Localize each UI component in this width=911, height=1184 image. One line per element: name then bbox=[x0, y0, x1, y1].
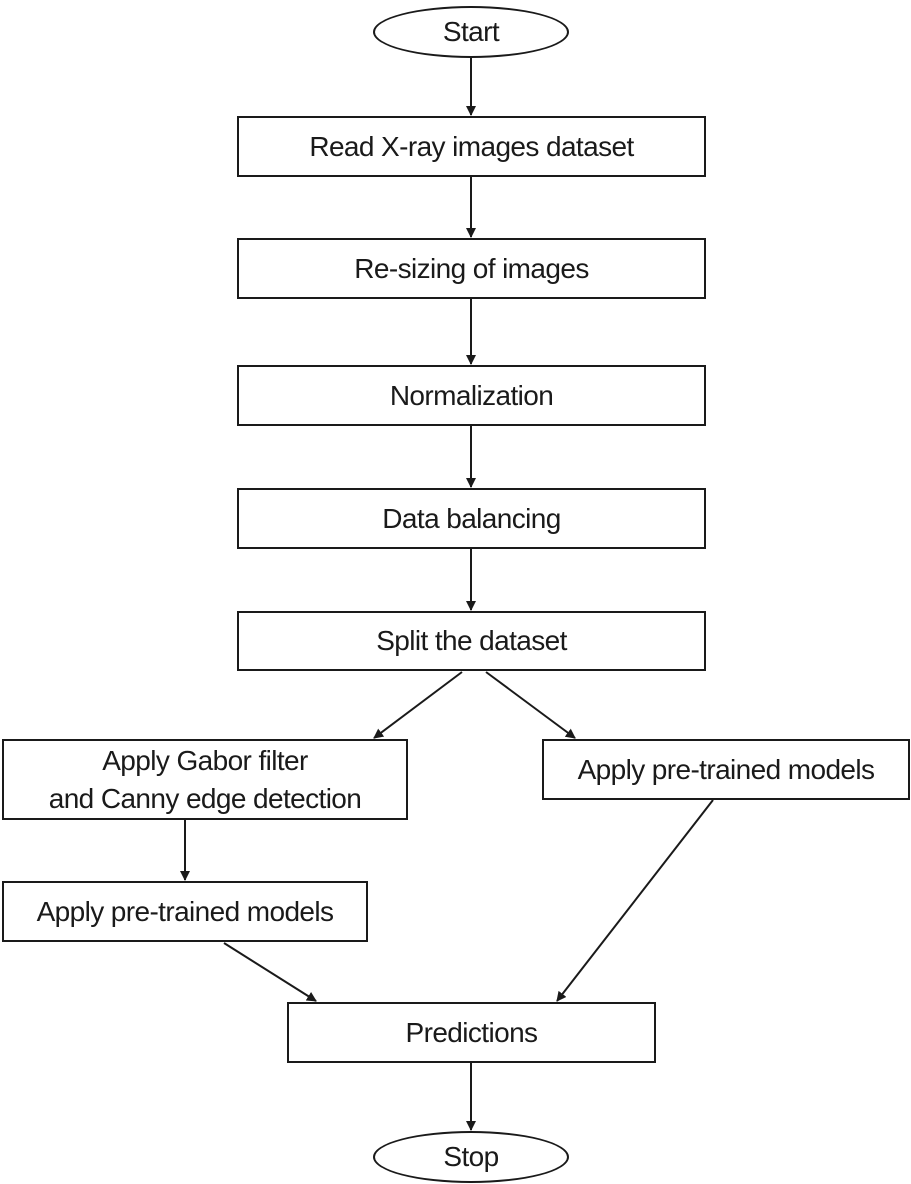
gabor-canny-label-line2: and Canny edge detection bbox=[48, 782, 362, 814]
gabor-canny-step: Apply Gabor filter and Canny edge detect… bbox=[2, 739, 408, 820]
normalization-label: Normalization bbox=[389, 379, 554, 411]
resizing-label: Re-sizing of images bbox=[354, 252, 589, 284]
start-terminal: Start bbox=[373, 6, 569, 58]
read-dataset-step: Read X-ray images dataset bbox=[237, 116, 706, 177]
stop-terminal: Stop bbox=[373, 1131, 569, 1183]
arrow-split-to-pretrained-right bbox=[485, 671, 576, 739]
data-balancing-step: Data balancing bbox=[237, 488, 706, 549]
pretrained-models-right-step: Apply pre-trained models bbox=[542, 739, 910, 800]
resizing-step: Re-sizing of images bbox=[237, 238, 706, 299]
arrow-split-to-gabor bbox=[373, 671, 463, 739]
predictions-step: Predictions bbox=[287, 1002, 656, 1063]
predictions-label: Predictions bbox=[405, 1016, 539, 1048]
data-balancing-label: Data balancing bbox=[382, 502, 561, 534]
start-label: Start bbox=[442, 16, 500, 47]
stop-label: Stop bbox=[443, 1141, 499, 1172]
pretrained-models-right-label: Apply pre-trained models bbox=[577, 753, 875, 785]
normalization-step: Normalization bbox=[237, 365, 706, 426]
arrow-pretrained-right-to-predictions bbox=[556, 799, 714, 1002]
arrow-pretrained-left-to-predictions bbox=[223, 942, 317, 1002]
pretrained-models-left-label: Apply pre-trained models bbox=[36, 895, 334, 927]
gabor-canny-label-line1: Apply Gabor filter bbox=[102, 744, 308, 776]
split-dataset-label: Split the dataset bbox=[376, 625, 567, 656]
pretrained-models-left-step: Apply pre-trained models bbox=[2, 881, 368, 942]
read-dataset-label: Read X-ray images dataset bbox=[309, 130, 634, 162]
split-dataset-step: Split the dataset bbox=[237, 611, 706, 671]
